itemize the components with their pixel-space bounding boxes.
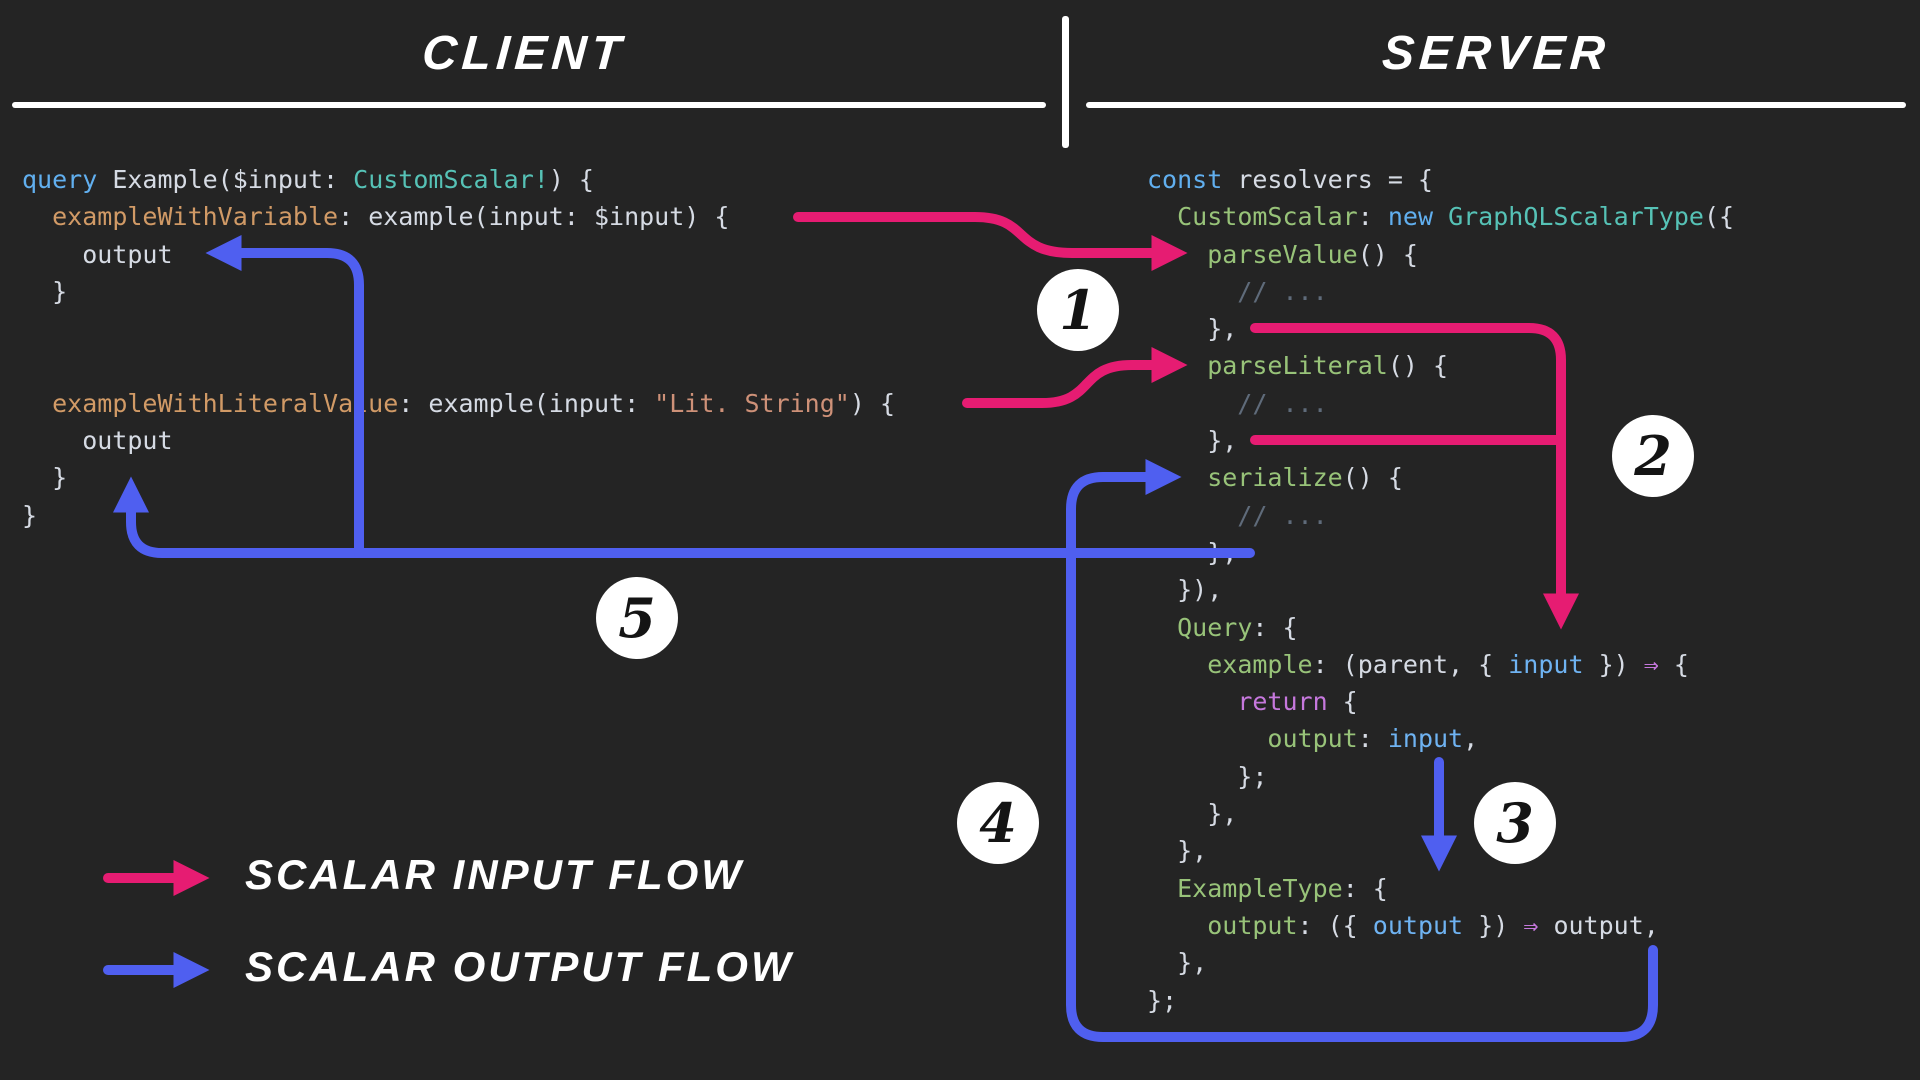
code-line: exampleWithLiteralValue: example(input: … [52,388,895,418]
code-line: }, [1147,836,1208,866]
client-header-underline [12,102,1046,108]
server-resolvers-code: const resolvers = { CustomScalar: new Gr… [1147,161,1734,1019]
code-line: ExampleType: { [1177,873,1388,903]
code-line: query Example($input: CustomScalar!) { [22,165,594,194]
code-line: example: (parent, { input }) ⇒ { [1207,649,1689,679]
step-badge-2: 2 [1612,415,1694,497]
step-badge-1: 1 [1037,269,1119,351]
code-line: } [22,500,38,530]
server-header-underline [1086,102,1906,108]
code-line: parseValue() { [1207,239,1418,269]
code-line: }, [1147,799,1238,829]
code-line: }; [1147,985,1178,1015]
code-line: }, [1147,426,1238,456]
code-line: // ... [1147,500,1328,530]
code-line: } [22,276,68,306]
code-line: const resolvers = { [1147,165,1433,194]
code-line: // ... [1147,276,1328,306]
step-badge-3: 3 [1474,782,1556,864]
code-line: } [22,463,68,493]
code-line: Query: { [1177,612,1298,642]
code-line: output: input, [1267,724,1479,754]
input-flow-parsed-to-example-arrow [1250,323,1579,630]
code-line: return { [1237,687,1358,717]
code-line: }), [1147,575,1223,605]
code-line: serialize() { [1207,463,1403,493]
code-line: CustomScalar: new GraphQLScalarType({ [1177,202,1735,232]
code-line: output: ({ output }) ⇒ output, [1207,910,1659,940]
code-line: output [22,426,173,456]
code-line: }; [1147,761,1268,791]
code-line: output [22,239,173,269]
code-line: // ... [1147,388,1328,418]
column-divider [1062,16,1069,148]
legend-output-flow-label: SCALAR OUTPUT FLOW [245,943,794,990]
input-flow-variable-to-parsevalue-arrow [793,212,1188,271]
step-badge-4: 4 [957,782,1039,864]
input-flow-literal-to-parseliteral-arrow [962,347,1188,408]
legend-input-flow-label: SCALAR INPUT FLOW [245,851,744,898]
code-line: exampleWithVariable: example(input: $inp… [52,202,730,232]
code-line: }, [1147,314,1238,344]
output-flow-serialize-to-query-close-arrow [113,476,1255,558]
step-badge-5: 5 [596,577,678,659]
client-query-code: query Example($input: CustomScalar!) { e… [22,161,895,534]
output-flow-serialize-to-output-arrow [205,235,364,558]
output-flow-exampletype-to-serialize-arrow [1066,459,1658,1042]
code-line: parseLiteral() { [1207,351,1449,381]
code-line: }, [1147,948,1208,978]
